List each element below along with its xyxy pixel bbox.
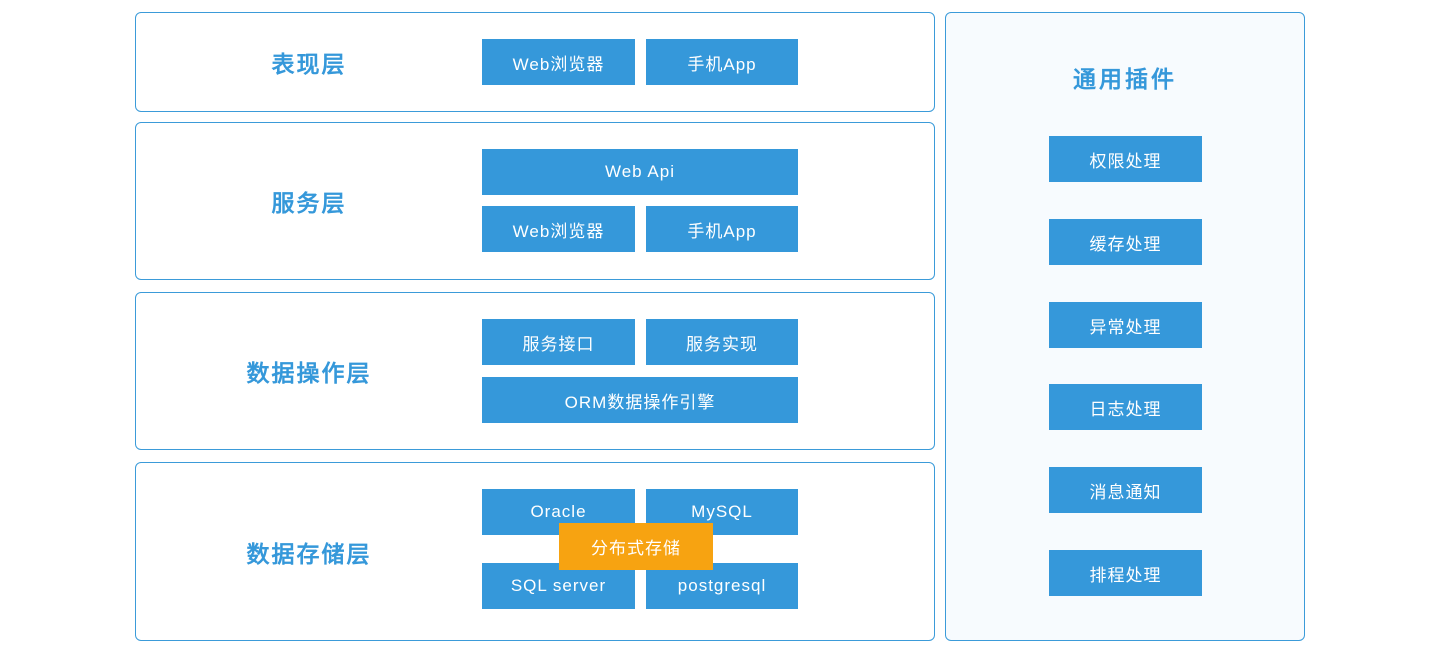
node-postgresql: postgresql (646, 563, 798, 609)
node-web-browser: Web浏览器 (482, 206, 635, 252)
layer-box-data-storage: 数据存储层 Oracle MySQL SQL server postgresql… (135, 462, 935, 641)
node-service-implementation: 服务实现 (646, 319, 798, 365)
layer-title-data-storage: 数据存储层 (246, 540, 372, 567)
node-plugin-permission: 权限处理 (1049, 136, 1202, 182)
layer-title-service: 服务层 (271, 190, 347, 216)
node-distributed-storage-overlay: 分布式存储 (559, 523, 713, 570)
node-plugin-message-notify: 消息通知 (1049, 467, 1202, 513)
plugin-panel-title: 通用插件 (1073, 66, 1177, 92)
plugin-panel: 通用插件 权限处理 缓存处理 异常处理 日志处理 消息通知 排程处理 (945, 12, 1305, 641)
layer-box-presentation: 表现层 Web浏览器 手机App (135, 12, 935, 112)
node-oracle: Oracle (482, 489, 635, 535)
layer-box-service: 服务层 Web Api Web浏览器 手机App (135, 122, 935, 280)
node-mobile-app: 手机App (646, 206, 798, 252)
node-web-browser: Web浏览器 (482, 39, 635, 85)
node-plugin-exception: 异常处理 (1049, 302, 1202, 348)
layer-box-data-operation: 数据操作层 服务接口 服务实现 ORM数据操作引擎 (135, 292, 935, 450)
layer-title-presentation: 表现层 (271, 51, 347, 77)
node-web-api: Web Api (482, 149, 798, 195)
node-plugin-scheduling: 排程处理 (1049, 550, 1202, 596)
node-plugin-cache: 缓存处理 (1049, 219, 1202, 265)
node-plugin-logging: 日志处理 (1049, 384, 1202, 430)
node-sql-server: SQL server (482, 563, 635, 609)
layer-title-data-operation: 数据操作层 (246, 360, 372, 386)
node-service-interface: 服务接口 (482, 319, 635, 365)
node-orm-engine: ORM数据操作引擎 (482, 377, 798, 423)
node-mobile-app: 手机App (646, 39, 798, 85)
